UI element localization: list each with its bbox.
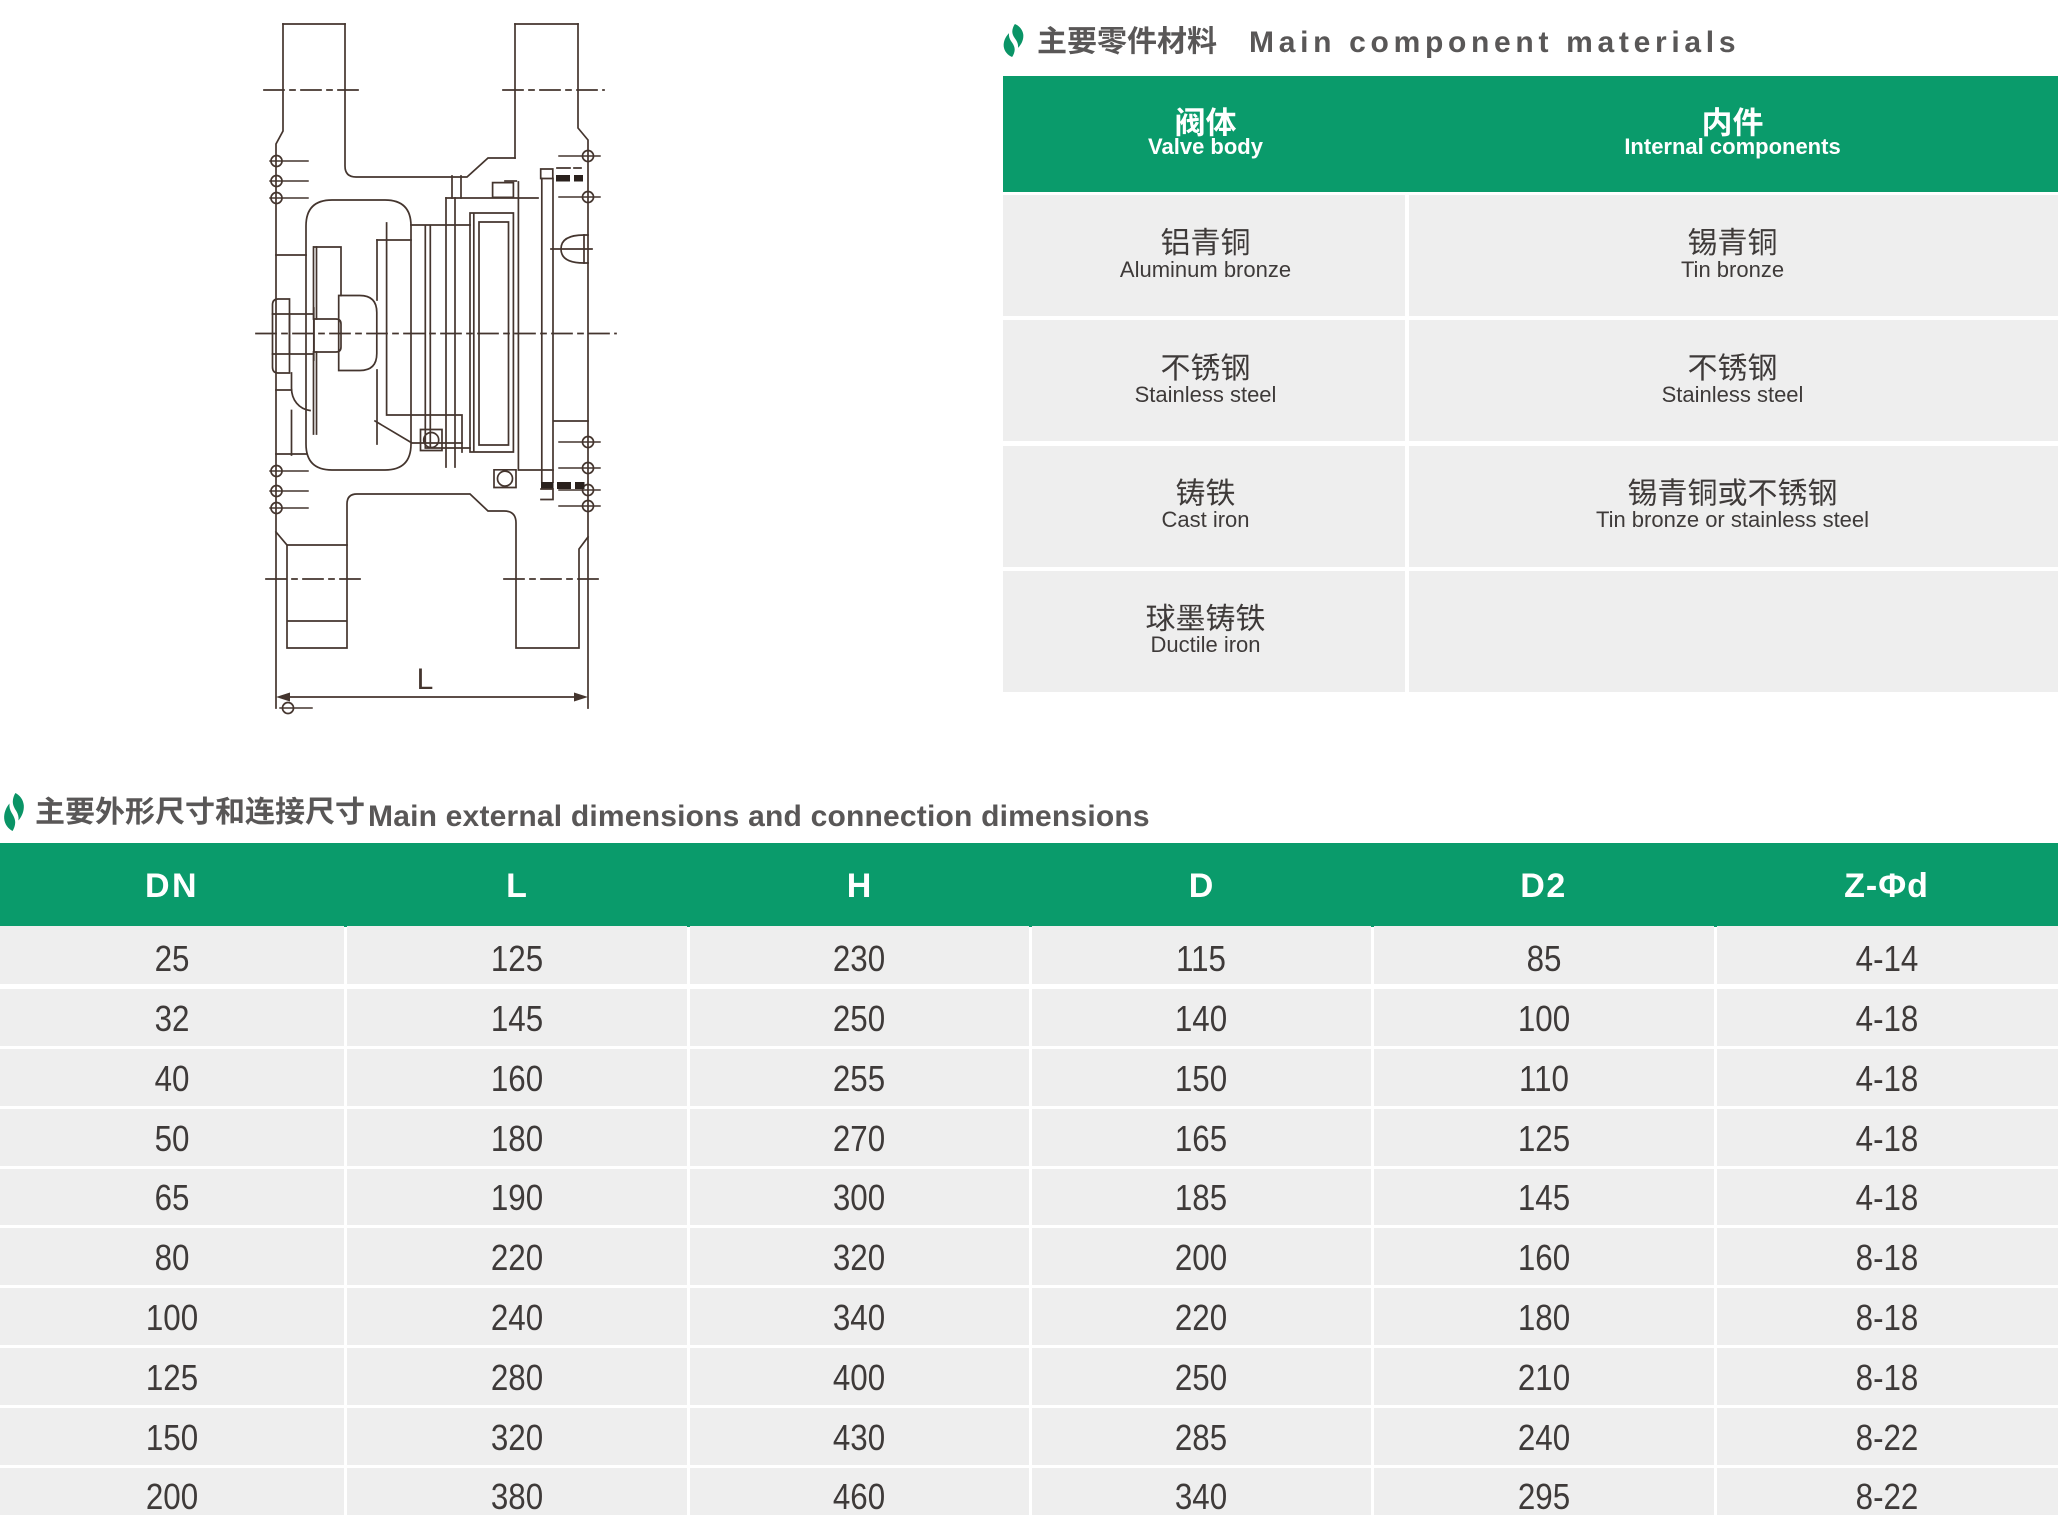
svg-text:L: L — [417, 663, 434, 696]
